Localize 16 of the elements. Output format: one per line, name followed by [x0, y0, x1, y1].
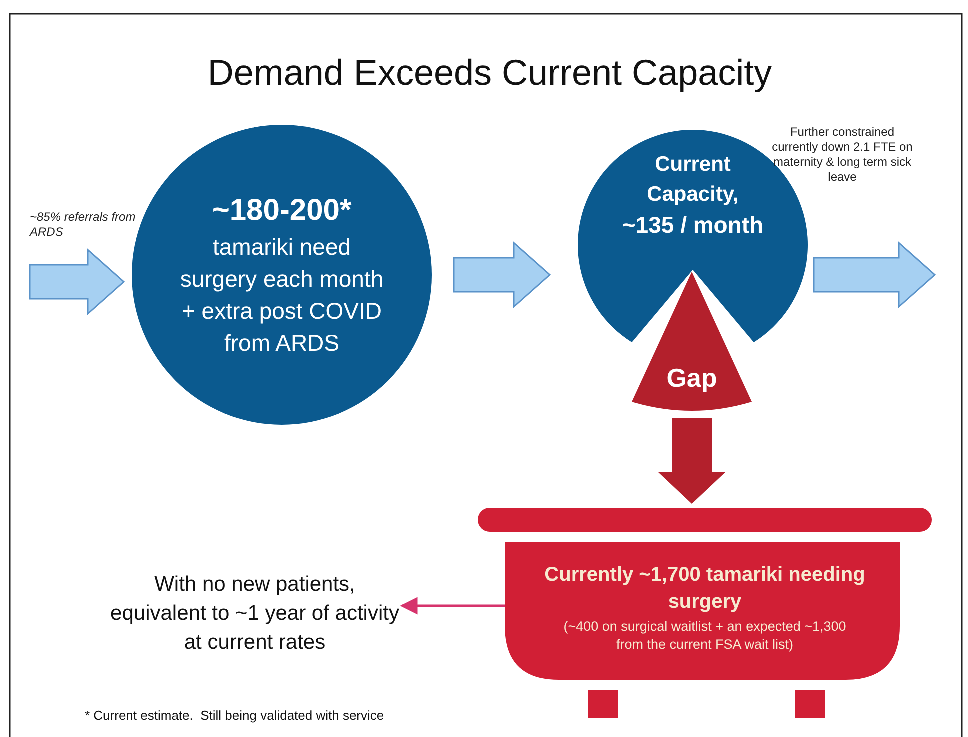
side-note: Further constrained currently down 2.1 FTE on maternity & long term sick leave: [771, 125, 914, 185]
block-arrow: [813, 241, 936, 309]
note-text: With no new patients, equivalent to ~1 year of activity at current rates: [110, 568, 400, 658]
capacity-value: ~135 / month: [622, 211, 764, 240]
arrow: [400, 597, 505, 615]
block-arrow: [453, 241, 552, 309]
heading-text: Currently ~1,700 tamariki needing surgery: [544, 563, 866, 615]
edge-label: ~85% referrals from ARDS: [30, 210, 137, 240]
title: Demand Exceeds Current Capacity: [206, 52, 774, 94]
gap-text: Gap: [666, 363, 718, 394]
body-text: tamariki need surgery each month + extra post COVID from ARDS: [179, 233, 385, 358]
block-arrow: [29, 248, 126, 316]
detail-text: (~400 on surgical waitlist + an expected ~1,300 from the current FSA wait list): [562, 618, 848, 654]
heading-text: ~180-200*: [212, 193, 352, 229]
footnote: * Current estimate. Still being validated with service: [85, 708, 384, 723]
block-arrow: [658, 418, 726, 504]
